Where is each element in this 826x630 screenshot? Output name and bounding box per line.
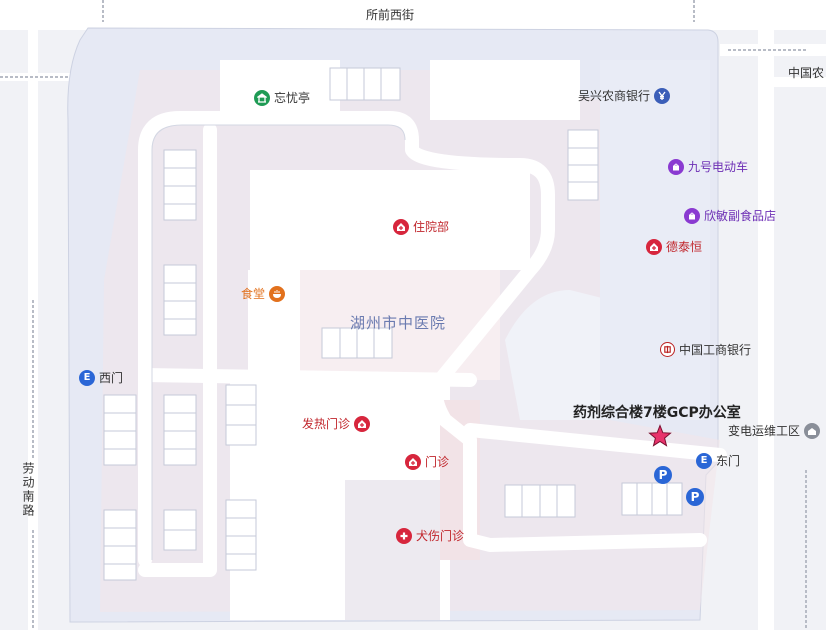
entrance-label: 东门 xyxy=(716,454,741,468)
poi-label: 忘忧亭 xyxy=(274,91,311,105)
medical-icon xyxy=(354,415,371,432)
poi-label: 食堂 xyxy=(241,287,266,301)
parking-icon[interactable]: P xyxy=(654,466,672,484)
poi-label: 变电运维工区 xyxy=(728,424,801,438)
poi-zhuyuanbu[interactable]: 住院部 xyxy=(393,218,449,235)
entrance-icon: E xyxy=(79,369,95,386)
poi-fare[interactable]: 发热门诊 xyxy=(302,415,371,432)
poi-label: 九号电动车 xyxy=(688,160,749,174)
poi-jiuhao[interactable]: 九号电动车 xyxy=(668,158,748,175)
star-icon[interactable] xyxy=(648,424,672,452)
road-label-west: 劳动南路 xyxy=(21,462,35,518)
poi-label: 吴兴农商银行 xyxy=(578,89,651,103)
road-label-north: 所前西街 xyxy=(366,8,415,22)
poi-menzhen[interactable]: 门诊 xyxy=(405,453,449,470)
food-icon xyxy=(269,285,286,302)
poi-detaiheng[interactable]: 德泰恒 xyxy=(646,238,702,255)
building-icon xyxy=(804,422,821,439)
yen-icon xyxy=(654,87,671,104)
poi-label: 德泰恒 xyxy=(666,240,703,254)
entrance-label: 西门 xyxy=(99,371,124,385)
poi-icbc[interactable]: 中国工商银行 xyxy=(660,341,751,358)
entrance-icon: E xyxy=(696,452,712,469)
icbc-icon xyxy=(660,342,675,357)
medical-icon xyxy=(646,238,662,255)
poi-biandian[interactable]: 变电运维工区 xyxy=(728,422,821,439)
pavilion-icon xyxy=(254,89,270,106)
poi-label: 中国工商银行 xyxy=(679,343,752,357)
poi-shitang[interactable]: 食堂 xyxy=(241,285,286,302)
poi-quanshang[interactable]: 犬伤门诊 xyxy=(396,527,464,544)
road-label-top-right: 中国农 xyxy=(788,66,825,80)
entrance-west[interactable]: E 西门 xyxy=(79,369,123,386)
medical-icon xyxy=(393,218,409,235)
shop-bag-icon xyxy=(684,207,700,224)
target-label: 药剂综合楼7楼GCP办公室 xyxy=(573,405,741,421)
poi-wuxing-bank[interactable]: 吴兴农商银行 xyxy=(578,87,671,104)
parking-icon[interactable]: P xyxy=(686,488,704,506)
poi-wangyouting[interactable]: 忘忧亭 xyxy=(254,89,310,106)
poi-label: 发热门诊 xyxy=(302,417,351,431)
medical-icon xyxy=(405,453,421,470)
poi-xinmin[interactable]: 欣敏副食品店 xyxy=(684,207,776,224)
cross-icon xyxy=(396,527,412,544)
poi-label: 欣敏副食品店 xyxy=(704,209,777,223)
entrance-east[interactable]: E 东门 xyxy=(696,452,740,469)
poi-label: 犬伤门诊 xyxy=(416,529,465,543)
poi-label: 住院部 xyxy=(413,220,450,234)
shop-bag-icon xyxy=(668,158,684,175)
hospital-name: 湖州市中医院 xyxy=(350,314,447,332)
poi-label: 门诊 xyxy=(425,455,450,469)
